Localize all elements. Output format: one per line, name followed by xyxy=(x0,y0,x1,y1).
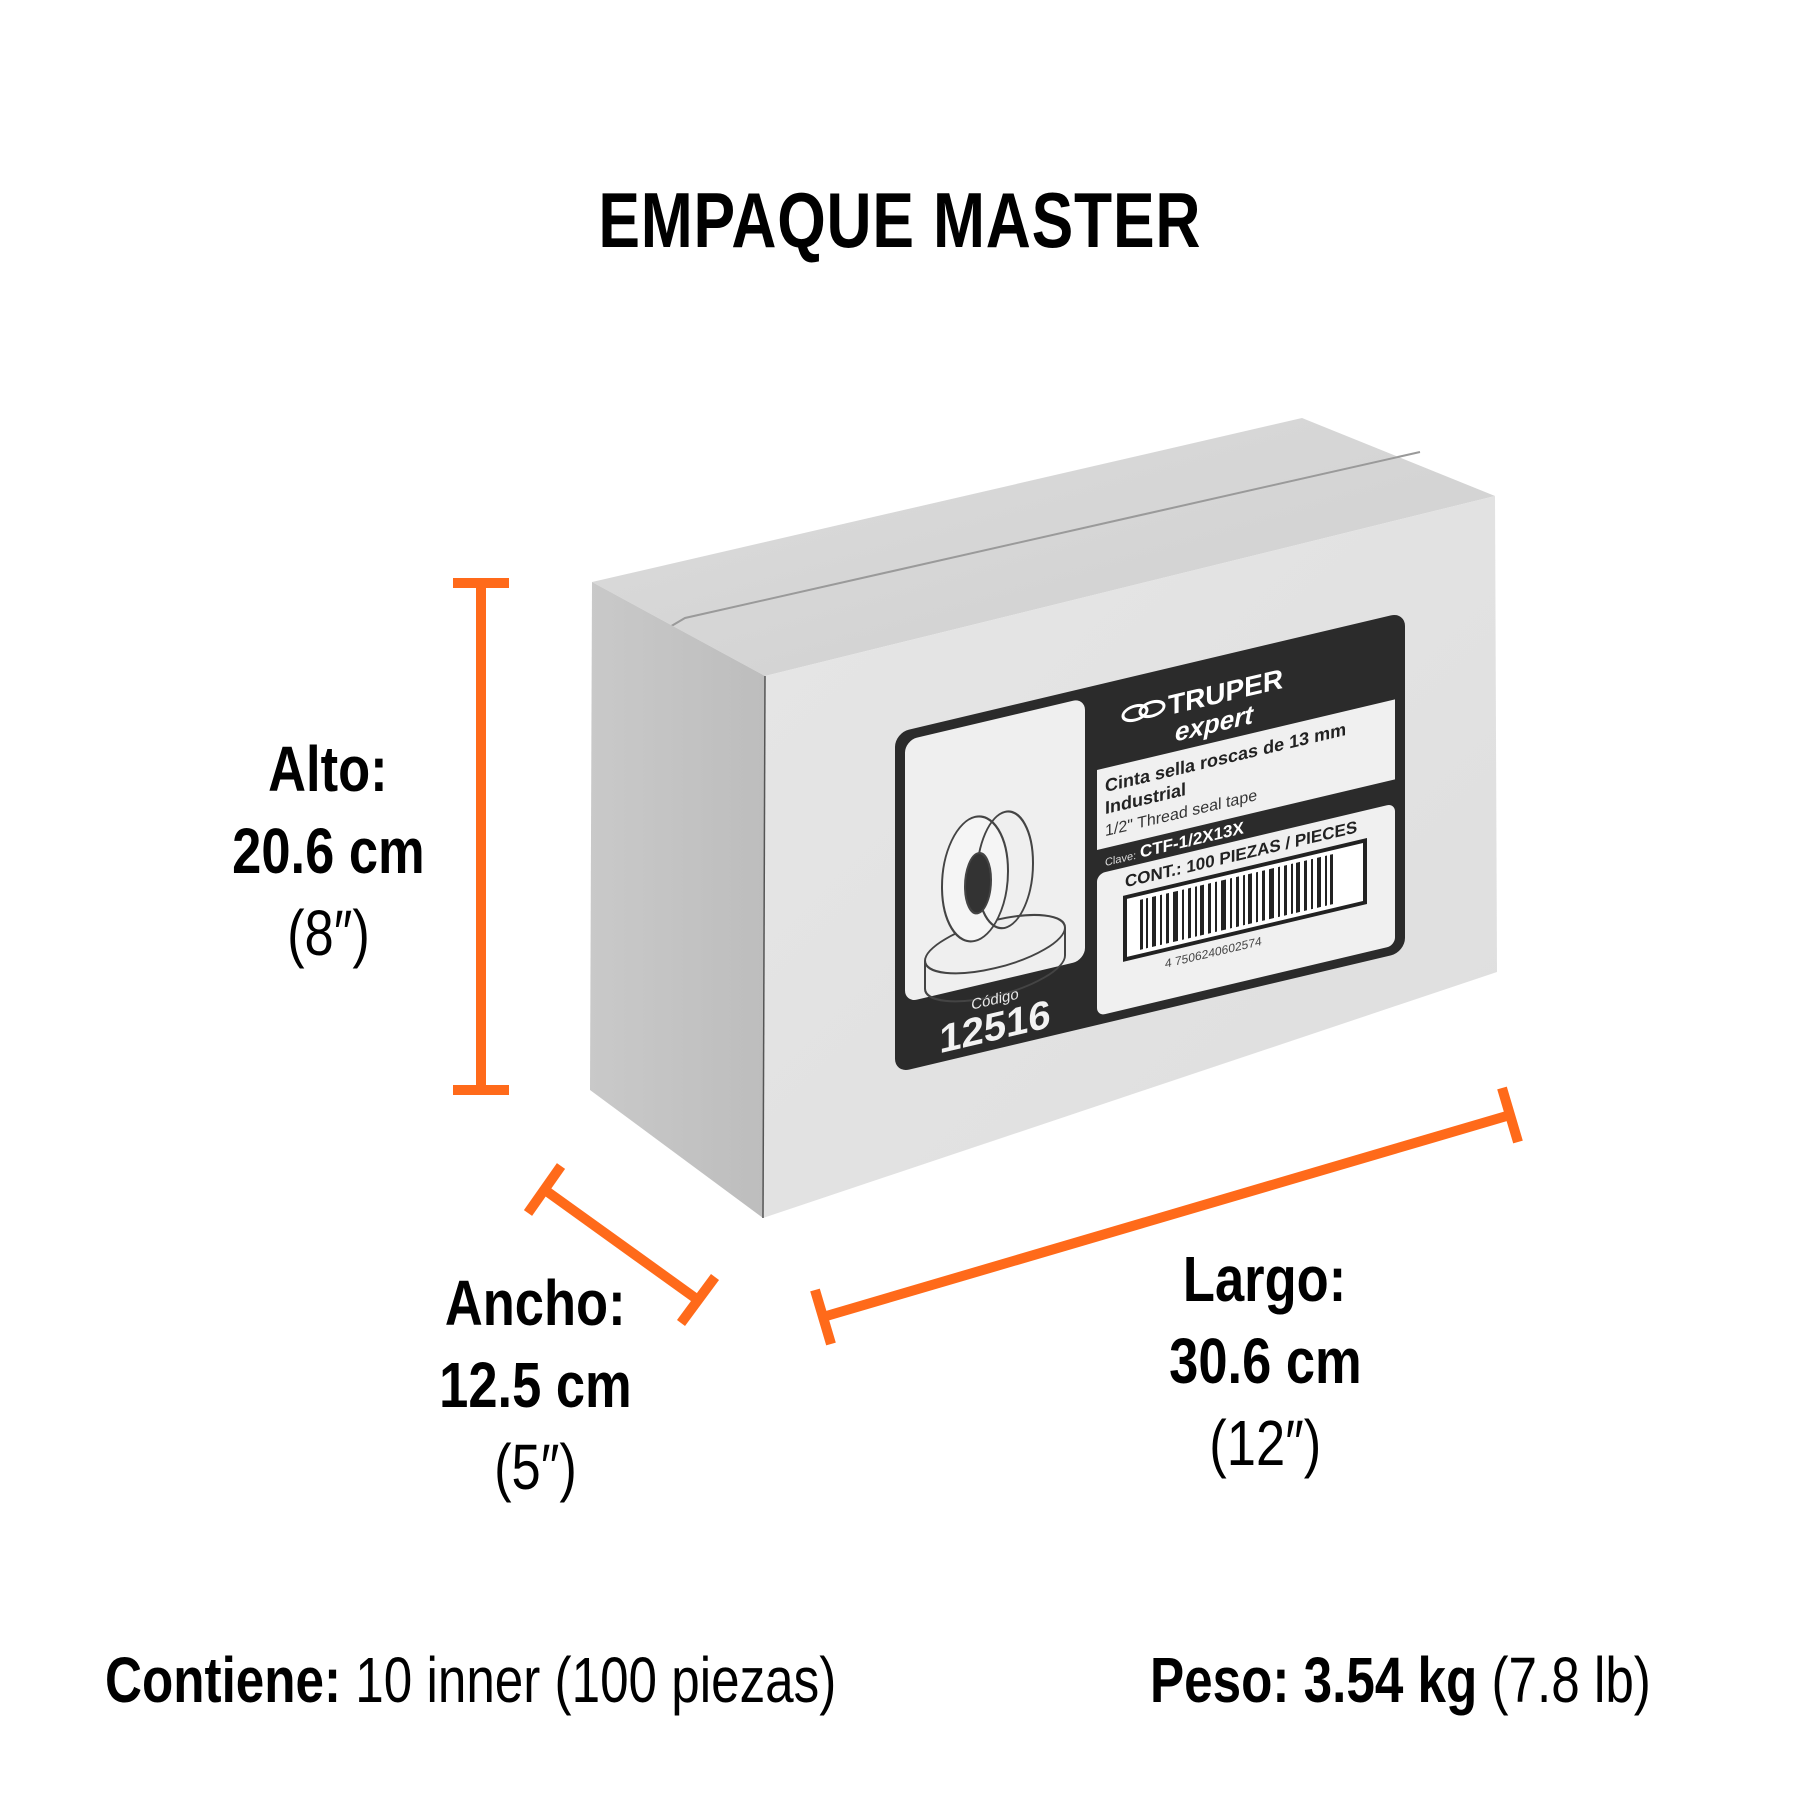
width-metric: 12.5 cm xyxy=(438,1349,632,1421)
box-top-face xyxy=(592,418,1495,676)
contents-label: Contiene: xyxy=(105,1644,342,1716)
box-left-face xyxy=(590,582,765,1218)
weight-label: Peso: xyxy=(1150,1644,1290,1716)
length-label: Largo: xyxy=(1183,1243,1347,1315)
height-imperial: (8″) xyxy=(286,897,370,969)
length-dimension-line xyxy=(810,1086,1523,1346)
weight-value: 3.54 kg xyxy=(1303,1644,1478,1716)
barcode: 4 7506240602574 xyxy=(1123,838,1367,971)
contents-value: 10 inner (100 piezas) xyxy=(355,1644,837,1716)
contents-info: Contiene: 10 inner (100 piezas) xyxy=(105,1642,836,1718)
tape-roll-icon xyxy=(924,810,1066,1003)
width-label: Ancho: xyxy=(444,1267,626,1339)
weight-value-imperial: (7.8 lb) xyxy=(1491,1644,1651,1716)
width-dimension-text: Ancho: 12.5 cm (5″) xyxy=(355,1262,715,1508)
length-imperial: (12″) xyxy=(1209,1407,1321,1479)
box-label: Código 12516 TRUPER expert Cinta sella r… xyxy=(895,614,1405,1070)
svg-text:4: 4 xyxy=(1165,955,1172,970)
height-dimension-line xyxy=(453,578,509,1095)
width-dimension-line xyxy=(523,1163,720,1326)
weight-info: Peso: 3.54 kg (7.8 lb) xyxy=(1150,1642,1651,1718)
width-imperial: (5″) xyxy=(493,1431,577,1503)
height-label: Alto: xyxy=(268,733,388,805)
page-title: EMPAQUE MASTER xyxy=(598,176,1202,264)
height-dimension-text: Alto: 20.6 cm (8″) xyxy=(148,728,508,974)
length-metric: 30.6 cm xyxy=(1168,1325,1362,1397)
height-metric: 20.6 cm xyxy=(231,815,425,887)
length-dimension-text: Largo: 30.6 cm (12″) xyxy=(1085,1238,1445,1484)
